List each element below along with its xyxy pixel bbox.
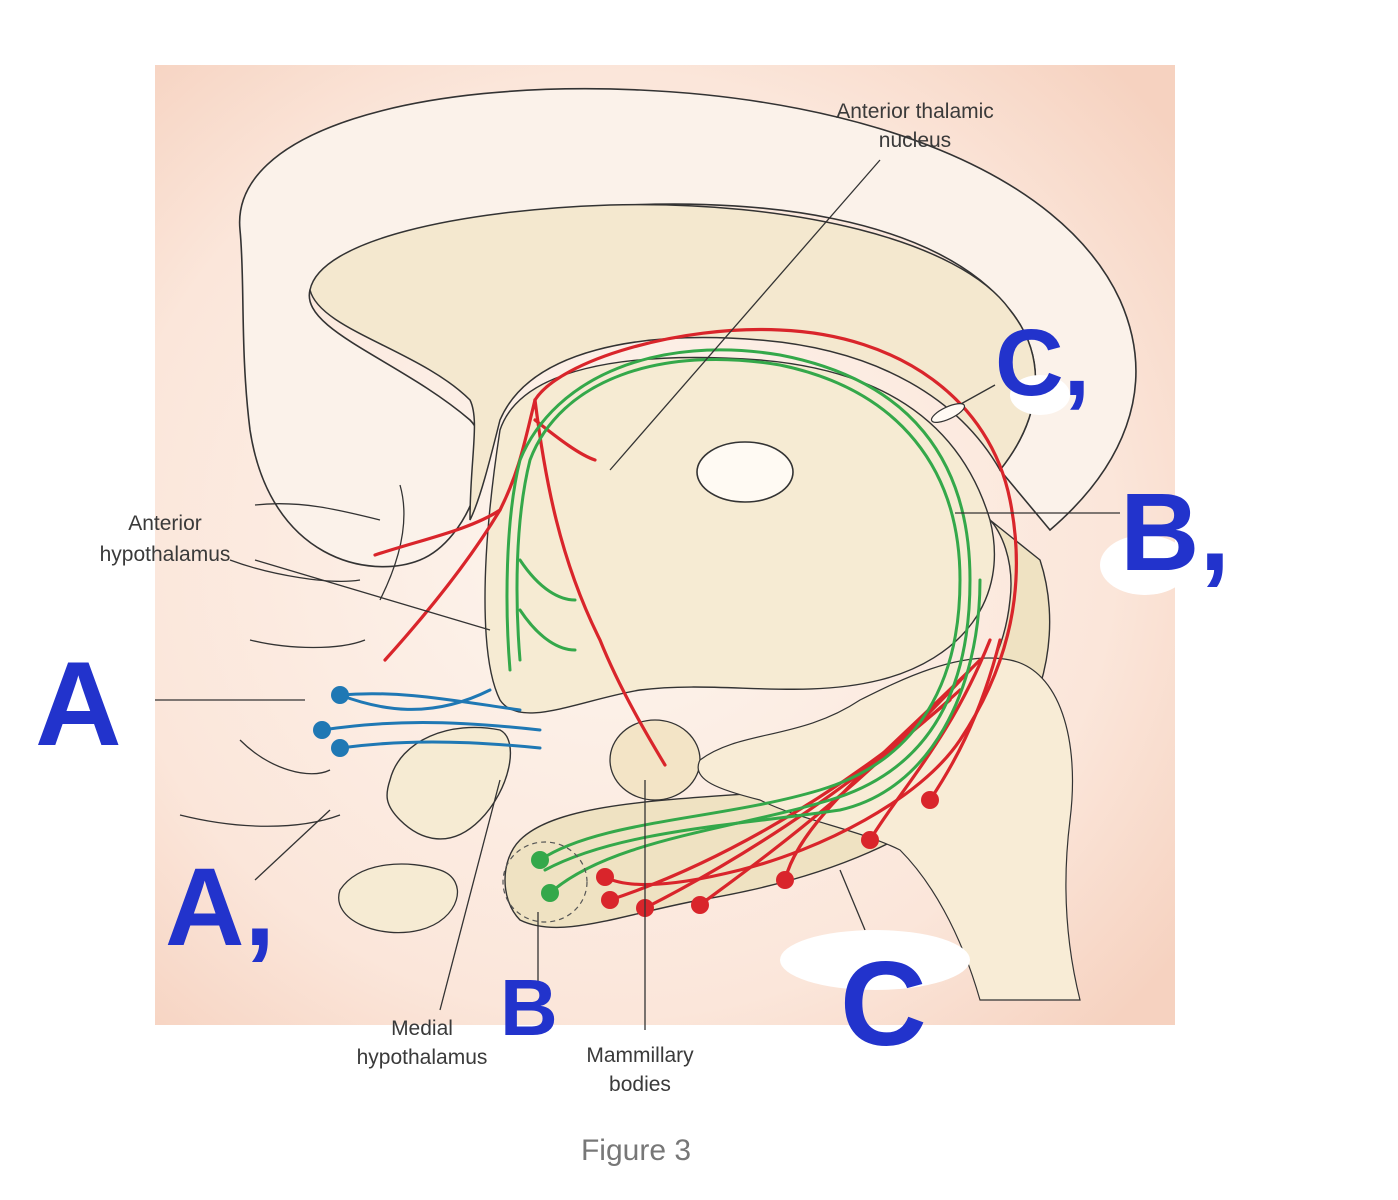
red-cell-5 bbox=[776, 871, 794, 889]
green-cell-1 bbox=[531, 851, 549, 869]
whiteout-c bbox=[780, 930, 970, 990]
green-cell-2 bbox=[541, 884, 559, 902]
whiteout-c1 bbox=[1010, 375, 1070, 415]
green-terminals bbox=[531, 851, 559, 902]
hand-label-a1: A, bbox=[165, 846, 275, 969]
blue-cell-2 bbox=[313, 721, 331, 739]
interthalamic-adhesion bbox=[696, 441, 794, 503]
green-pathway bbox=[505, 348, 982, 895]
hand-label-a: A bbox=[35, 637, 122, 771]
blue-cell-1 bbox=[331, 686, 349, 704]
mammillary-dashed-outline bbox=[502, 841, 588, 923]
whiteout-b1 bbox=[1100, 535, 1190, 595]
figure-caption: Figure 3 bbox=[581, 1134, 691, 1167]
blue-terminals bbox=[313, 686, 349, 757]
red-cell-6 bbox=[861, 831, 879, 849]
red-cell-7 bbox=[921, 791, 939, 809]
mammillary-body-shape bbox=[609, 719, 701, 801]
c1-marker-oval bbox=[930, 403, 966, 423]
red-cell-2 bbox=[601, 891, 619, 909]
blue-pathway bbox=[320, 688, 542, 750]
hand-label-c1: C, bbox=[995, 310, 1090, 416]
corpus-callosum bbox=[309, 203, 1037, 521]
blue-cell-3 bbox=[331, 739, 349, 757]
label-anterior-hypothalamus-2: hypothalamus bbox=[100, 543, 231, 566]
label-mammillary-1: Mammillary bbox=[586, 1044, 694, 1067]
cortex-outline bbox=[239, 87, 1137, 568]
label-medial-hypothalamus-1: Medial bbox=[391, 1017, 453, 1040]
hand-label-c: C bbox=[840, 937, 927, 1071]
label-anterior-thalamic-2: nucleus bbox=[879, 129, 951, 152]
label-medial-hypothalamus-2: hypothalamus bbox=[357, 1046, 488, 1069]
optic-region bbox=[338, 863, 458, 934]
hand-label-b1: B, bbox=[1120, 471, 1230, 594]
red-cell-1 bbox=[596, 868, 614, 886]
red-terminals bbox=[596, 791, 939, 917]
red-cell-4 bbox=[691, 896, 709, 914]
label-mammillary-2: bodies bbox=[609, 1073, 671, 1096]
frontal-gyri-lines bbox=[179, 484, 405, 827]
hand-label-b: B bbox=[500, 963, 558, 1052]
label-anterior-hypothalamus-1: Anterior bbox=[128, 512, 202, 535]
leader-lines bbox=[155, 159, 1120, 1030]
hypothalamus-shape bbox=[386, 726, 512, 840]
handwritten-annotations: A A, B B, C C, bbox=[35, 310, 1230, 1071]
label-anterior-thalamic-1: Anterior thalamic bbox=[836, 100, 994, 123]
